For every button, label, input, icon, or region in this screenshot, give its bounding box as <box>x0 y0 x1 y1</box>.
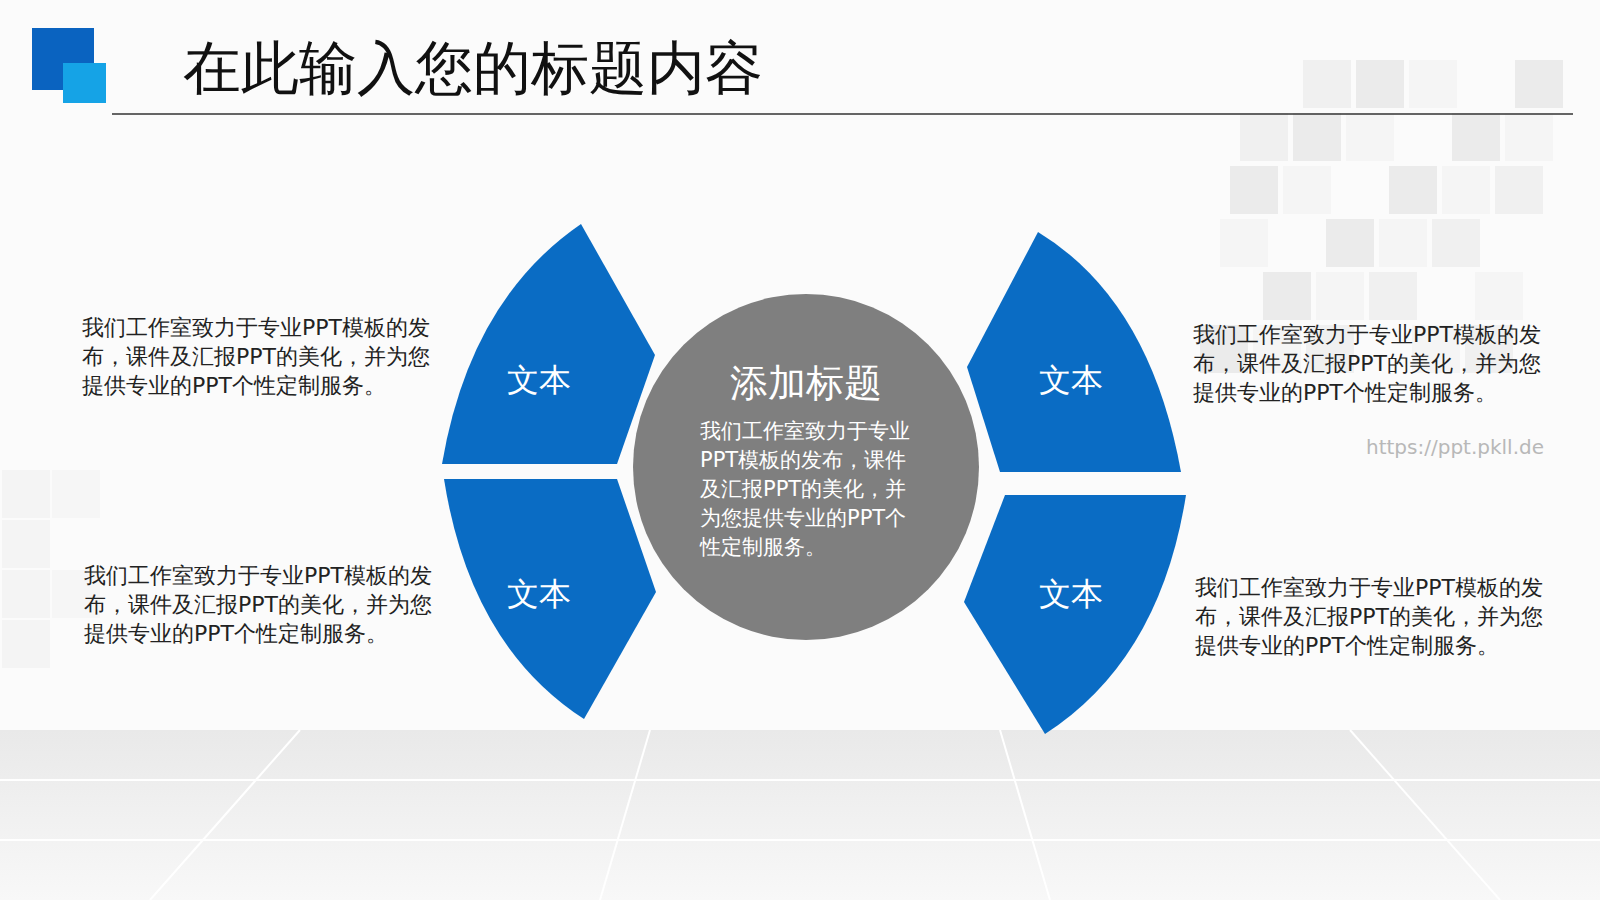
decor-tile <box>1515 60 1563 108</box>
sector-fill <box>964 495 1186 734</box>
decor-tiles <box>2 60 1563 668</box>
sector-shape: 文本 <box>444 479 656 719</box>
decor-tile <box>1452 113 1500 161</box>
decor-tile <box>1369 272 1417 320</box>
floor-grid <box>0 730 1600 900</box>
decor-tile <box>1379 219 1427 267</box>
description-text: 我们工作室致力于专业PPT模板的发布，课件及汇报PPT的美化，并为您提供专业的P… <box>82 313 434 400</box>
sector-outline <box>967 232 1181 472</box>
sector-shape: 文本 <box>964 495 1186 734</box>
sector-label: 文本 <box>507 359 571 403</box>
circle-heading: 添加标题 <box>730 360 882 408</box>
sector-outline <box>964 495 1186 734</box>
decor-tile <box>1346 113 1394 161</box>
sector-fill <box>967 232 1181 472</box>
decor-tile <box>1389 166 1437 214</box>
center-circle: 添加标题我们工作室致力于专业PPT模板的发布，课件及汇报PPT的美化，并为您提供… <box>633 294 979 640</box>
circle-body: 我们工作室致力于专业PPT模板的发布，课件及汇报PPT的美化，并为您提供专业的P… <box>700 417 912 562</box>
description-text: 我们工作室致力于专业PPT模板的发布，课件及汇报PPT的美化，并为您提供专业的P… <box>1195 573 1547 660</box>
decor-tile <box>2 470 50 518</box>
decor-tile <box>1283 166 1331 214</box>
decor-tile <box>1356 60 1404 108</box>
decor-tile <box>2 520 50 568</box>
decor-tile <box>1442 166 1490 214</box>
sector-label: 文本 <box>507 573 571 617</box>
description-text: 我们工作室致力于专业PPT模板的发布，课件及汇报PPT的美化，并为您提供专业的P… <box>1193 320 1545 407</box>
circle-fill <box>633 294 979 640</box>
decor-tile <box>1230 166 1278 214</box>
title-icon <box>63 63 106 103</box>
title-rule <box>112 113 1573 115</box>
sector-label: 文本 <box>1039 359 1103 403</box>
floor <box>0 730 1600 900</box>
decor-tile <box>1495 166 1543 214</box>
decor-tile <box>1475 272 1523 320</box>
decor-tile <box>1263 272 1311 320</box>
sector-fill <box>444 479 656 719</box>
circle-content: 添加标题我们工作室致力于专业PPT模板的发布，课件及汇报PPT的美化，并为您提供… <box>633 294 979 640</box>
decor-tile <box>1409 60 1457 108</box>
decor-tile <box>1316 272 1364 320</box>
decor-tile <box>1326 219 1374 267</box>
sector-outline <box>442 224 655 464</box>
sector-label: 文本 <box>1039 573 1103 617</box>
decor-tile <box>1293 113 1341 161</box>
decor-tile <box>1505 113 1553 161</box>
decor-tile <box>1220 219 1268 267</box>
slide-title: 在此输入您的标题内容 <box>183 34 763 104</box>
sector-shape: 文本 <box>967 232 1181 472</box>
decor-tile <box>1432 219 1480 267</box>
decor-tile <box>1303 60 1351 108</box>
description-text: 我们工作室致力于专业PPT模板的发布，课件及汇报PPT的美化，并为您提供专业的P… <box>84 561 436 648</box>
decor-tile <box>2 620 50 668</box>
decor-tile <box>2 570 50 618</box>
decor-tile <box>52 470 100 518</box>
sector-fill <box>442 224 655 464</box>
watermark: https://ppt.pkll.de <box>1366 434 1544 460</box>
sector-shape: 文本 <box>442 224 655 464</box>
decor-tile <box>1240 113 1288 161</box>
